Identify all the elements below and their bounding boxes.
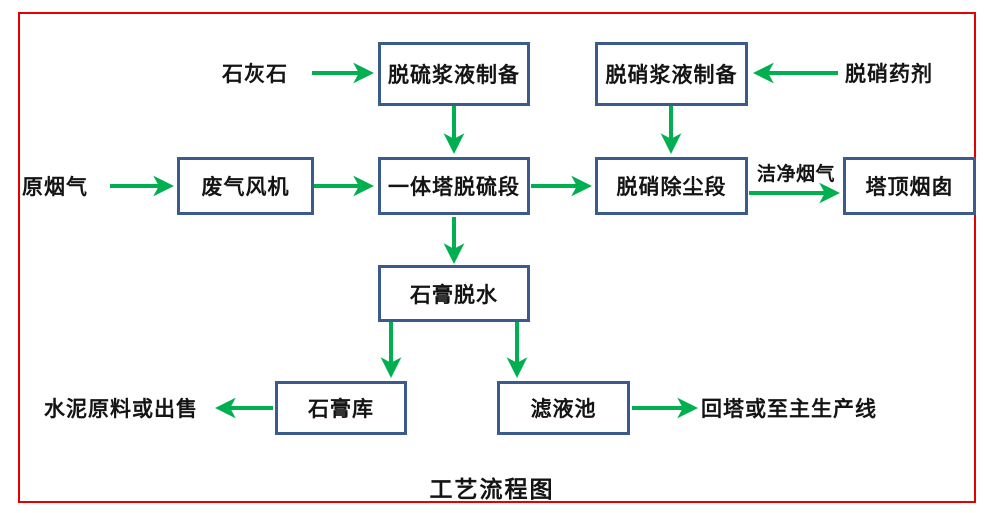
label-limestone: 石灰石 bbox=[222, 59, 288, 87]
node-label: 废气风机 bbox=[201, 175, 290, 199]
node-denitr-dedust-stage[interactable]: 脱硝除尘段 bbox=[595, 157, 748, 215]
label-cement-or-sale: 水泥原料或出售 bbox=[44, 394, 198, 422]
node-label: 石膏库 bbox=[308, 397, 374, 421]
node-exhaust-fan[interactable]: 废气风机 bbox=[177, 157, 314, 215]
node-tower-top-stack[interactable]: 塔顶烟囱 bbox=[843, 157, 976, 215]
label-text: 石灰石 bbox=[222, 62, 288, 86]
node-label: 一体塔脱硫段 bbox=[388, 175, 520, 199]
label-denitr-agent: 脱硝药剂 bbox=[845, 59, 933, 87]
node-label: 滤液池 bbox=[530, 397, 597, 421]
node-filtrate-pond[interactable]: 滤液池 bbox=[497, 381, 630, 435]
label-raw-flue-gas: 原烟气 bbox=[22, 172, 88, 200]
node-denitr-slurry-prep[interactable]: 脱硝浆液制备 bbox=[595, 42, 748, 106]
node-label: 石膏脱水 bbox=[410, 282, 498, 307]
node-tower-desulf-stage[interactable]: 一体塔脱硫段 bbox=[378, 157, 530, 215]
node-gypsum-store[interactable]: 石膏库 bbox=[275, 381, 407, 435]
node-label: 脱硝浆液制备 bbox=[605, 63, 738, 87]
edge-label-clean-flue-gas: 洁净烟气 bbox=[757, 159, 835, 186]
node-label: 脱硝除尘段 bbox=[616, 175, 727, 199]
diagram-title: 工艺流程图 bbox=[429, 477, 555, 502]
node-gypsum-dewatering[interactable]: 石膏脱水 bbox=[378, 265, 530, 322]
label-text: 脱硝药剂 bbox=[845, 62, 933, 86]
edge-label-text: 洁净烟气 bbox=[757, 164, 836, 185]
label-text: 回塔或至主生产线 bbox=[701, 397, 877, 421]
node-label: 塔顶烟囱 bbox=[865, 175, 954, 199]
node-desulf-slurry-prep[interactable]: 脱硫浆液制备 bbox=[378, 42, 530, 106]
label-return-or-mainline: 回塔或至主生产线 bbox=[701, 394, 877, 422]
node-label: 脱硫浆液制备 bbox=[388, 63, 520, 87]
label-text: 原烟气 bbox=[22, 175, 88, 199]
label-text: 水泥原料或出售 bbox=[44, 397, 198, 421]
